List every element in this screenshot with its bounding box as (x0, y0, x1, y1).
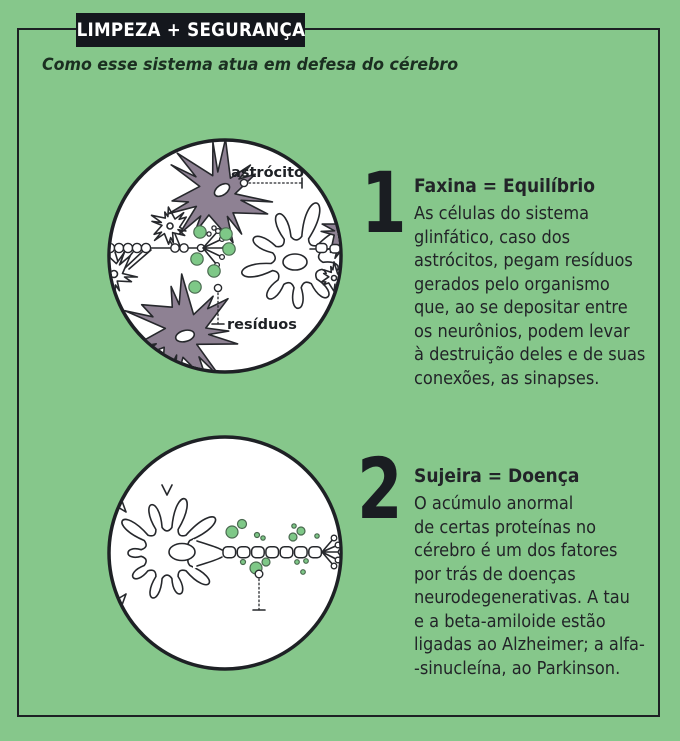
astrocyte-marker (239, 178, 249, 188)
dendrite-tree (121, 497, 217, 599)
step-2-text: Sujeira = Doença O acúmulo anormal de ce… (414, 465, 662, 680)
step-1-number: 1 (361, 154, 407, 252)
neuron-nucleus (168, 542, 196, 562)
axon-terminal (321, 534, 340, 570)
astrocyte-nucleus (174, 329, 196, 343)
step-2-body: O acúmulo anormal de certas proteínas no… (414, 493, 645, 679)
header-ribbon: LIMPEZA + SEGURANÇA (76, 13, 305, 47)
panel-frame (17, 28, 660, 717)
astrocyte-nucleus (213, 182, 231, 198)
pointer (252, 569, 266, 611)
header-title: LIMPEZA + SEGURANÇA (76, 19, 305, 41)
neuron-illustration (107, 435, 343, 671)
residues-label: resíduos (227, 317, 297, 333)
astrocyte-label: astrócito (231, 165, 304, 181)
step-2-heading: Sujeira = Doença (414, 465, 580, 487)
myelin-beads (110, 242, 340, 254)
step-2-number: 2 (357, 440, 403, 538)
protein-dots (225, 518, 320, 575)
step-1-body: As células do sistema glinfático, caso d… (414, 203, 646, 389)
star-cell (323, 327, 340, 371)
astrocyte-illustration: astrócito resíduos (107, 138, 343, 374)
dendrite-forks (110, 484, 173, 606)
myelin-segments (222, 545, 323, 559)
axon-hillock (196, 540, 223, 567)
neuron-nucleus (282, 253, 308, 271)
label-pointers (211, 177, 303, 325)
residue-dots (188, 225, 236, 294)
step-1-text: Faxina = Equilíbrio As células do sistem… (414, 175, 662, 390)
step-1-heading: Faxina = Equilíbrio (414, 175, 596, 197)
protein-marker (254, 569, 264, 579)
residues-marker (213, 283, 223, 293)
subtitle: Como esse sistema atua em defesa do cére… (42, 55, 459, 75)
